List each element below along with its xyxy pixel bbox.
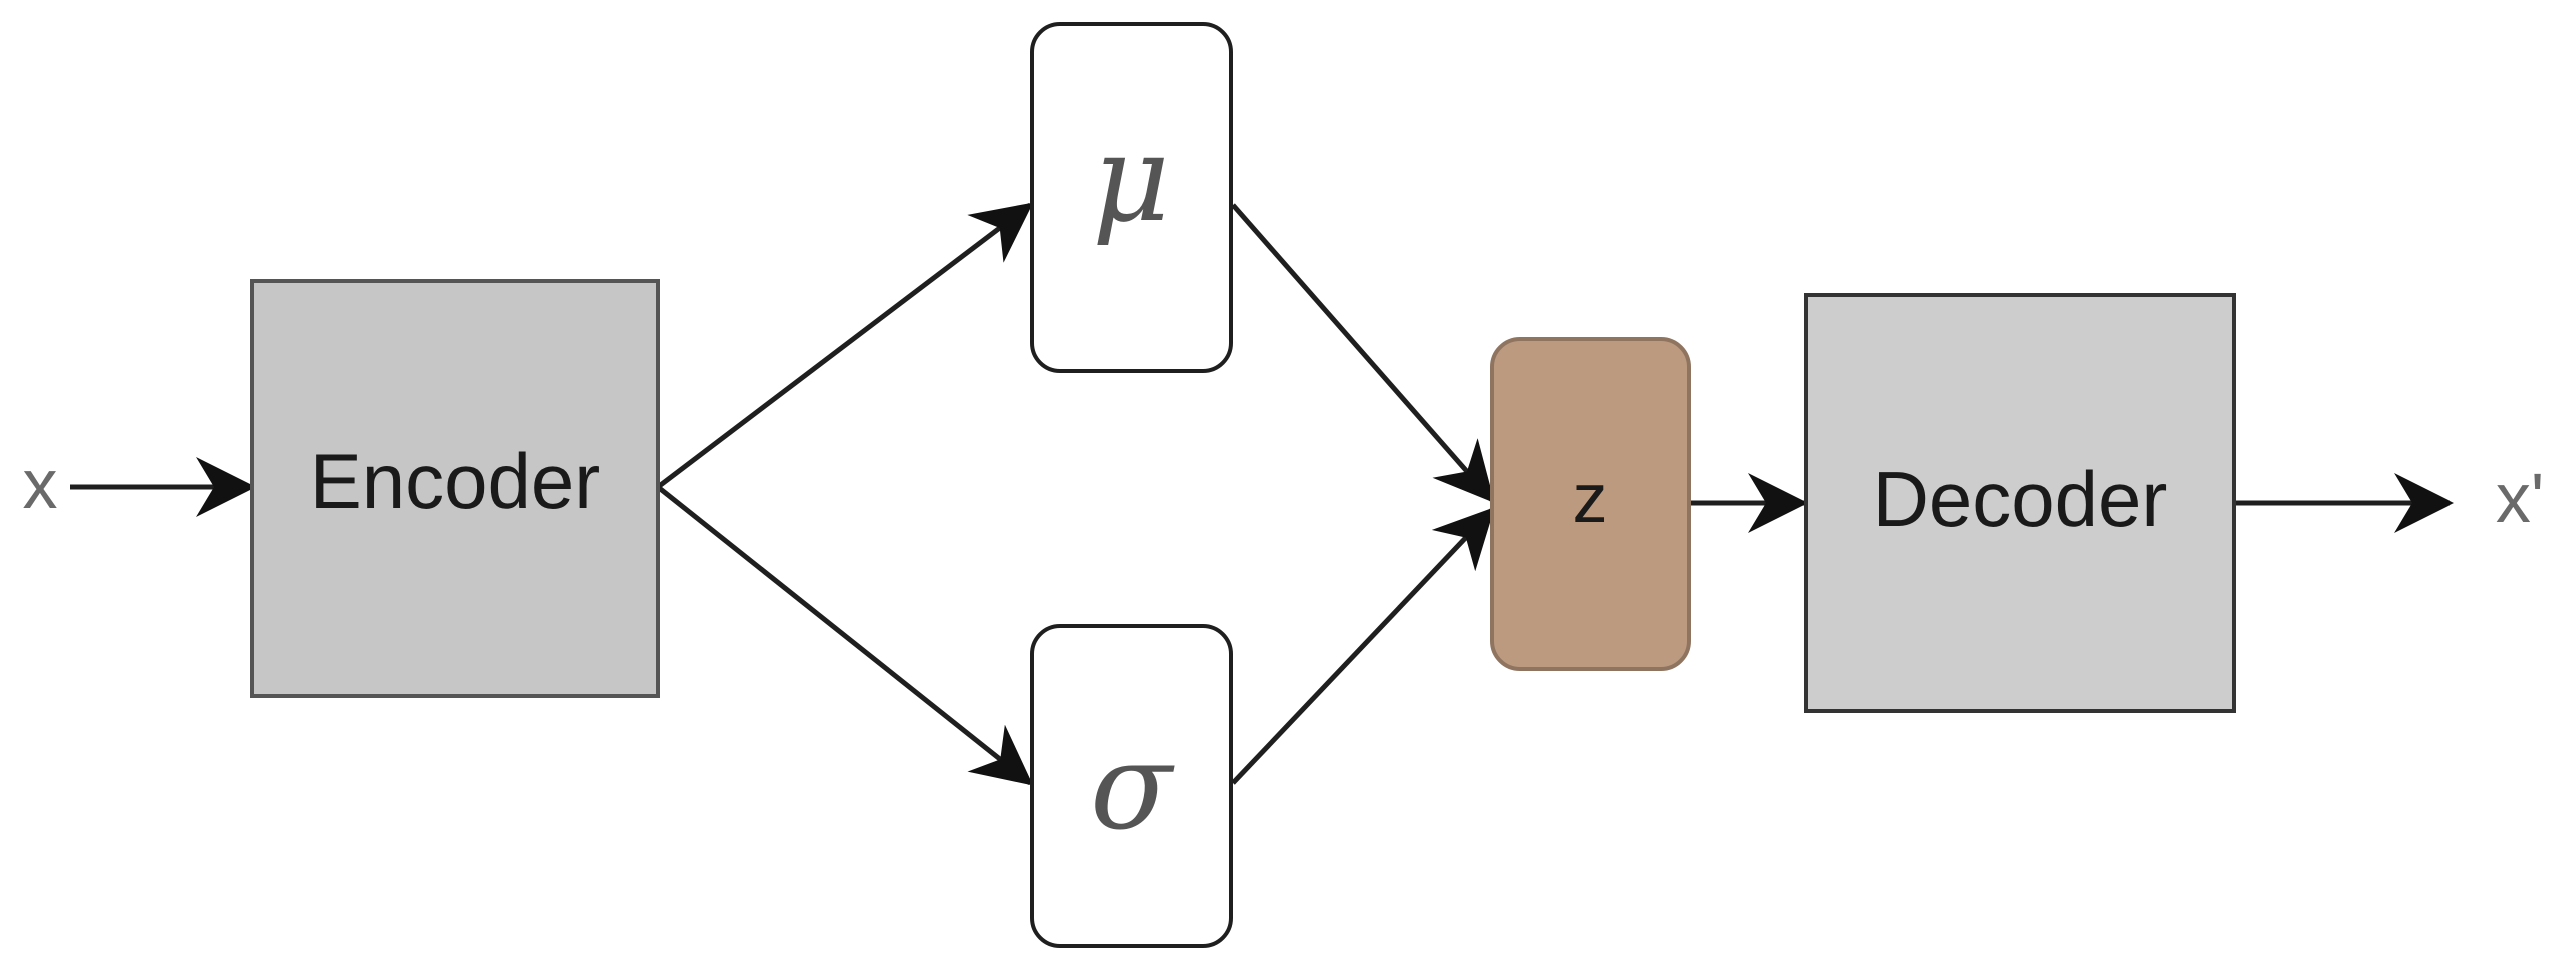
edges xyxy=(70,202,2454,786)
sigma-box xyxy=(1030,624,1233,948)
edge-encoder-to-sigma xyxy=(656,485,1034,786)
z-node: z xyxy=(1490,337,1691,671)
decoder-node: Decoder xyxy=(1804,293,2236,713)
input-label: x xyxy=(23,445,58,523)
encoder-node: Encoder xyxy=(250,279,660,698)
edge-mu-to-z xyxy=(1231,203,1495,504)
decoder-box xyxy=(1804,293,2236,713)
edge-sigma-to-z xyxy=(1231,507,1495,785)
edge-encoder-to-mu xyxy=(656,202,1034,489)
mu-box xyxy=(1030,22,1233,373)
encoder-label: Encoder xyxy=(310,437,601,525)
encoder-box xyxy=(250,279,660,698)
z-label: z xyxy=(1573,459,1608,537)
mu-label: μ xyxy=(1092,110,1170,249)
decoder-label: Decoder xyxy=(1873,455,2168,543)
output-label: x' xyxy=(2496,459,2544,537)
mu-node: μ xyxy=(1030,22,1233,373)
sigma-node: σ xyxy=(1030,624,1233,948)
z-box xyxy=(1490,337,1691,671)
sigma-label: σ xyxy=(1090,718,1175,857)
